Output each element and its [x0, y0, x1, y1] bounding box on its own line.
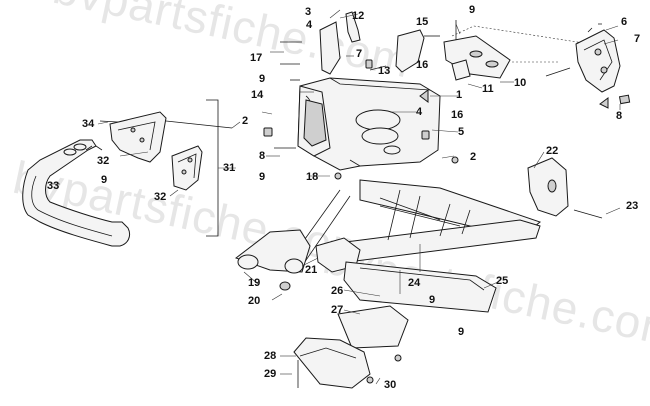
lower-bracket-part	[293, 337, 371, 389]
leader-lines	[50, 9, 621, 385]
callout-16[interactable]: 16	[416, 59, 429, 71]
callout-32[interactable]: 32	[154, 191, 167, 203]
callout-15[interactable]: 15	[416, 16, 429, 28]
callout-10[interactable]: 10	[514, 77, 527, 89]
callout-12[interactable]: 12	[352, 10, 365, 22]
callout-8[interactable]: 8	[616, 110, 623, 122]
callout-34[interactable]: 34	[82, 118, 95, 130]
callout-6[interactable]: 6	[621, 16, 628, 28]
callout-16[interactable]: 16	[451, 109, 464, 121]
callout-9[interactable]: 9	[101, 174, 108, 186]
bumper-bracket-part	[109, 111, 167, 163]
plate-bracket-part	[451, 59, 471, 81]
callout-5[interactable]: 5	[458, 126, 465, 138]
callout-24[interactable]: 24	[408, 277, 421, 289]
callout-20[interactable]: 20	[248, 295, 261, 307]
callout-25[interactable]: 25	[496, 275, 509, 287]
steering-support-part	[575, 29, 631, 105]
callout-7[interactable]: 7	[634, 33, 641, 45]
callout-22[interactable]: 22	[546, 145, 559, 157]
callout-33[interactable]: 33	[47, 180, 60, 192]
skid-plate-part	[343, 261, 497, 313]
bumper-mount-bracket-part	[171, 145, 203, 191]
front-frame-part	[297, 77, 441, 171]
callout-7[interactable]: 7	[356, 48, 363, 60]
callout-19[interactable]: 19	[248, 277, 261, 289]
callout-4[interactable]: 4	[306, 19, 313, 31]
callout-27[interactable]: 27	[331, 304, 344, 316]
callout-9[interactable]: 9	[429, 294, 436, 306]
chassis-frame-part	[289, 179, 542, 267]
callout-9[interactable]: 9	[469, 4, 476, 16]
cover-part	[395, 29, 425, 73]
group-bracket	[206, 99, 219, 237]
bumper-part	[22, 139, 131, 247]
callout-32[interactable]: 32	[97, 155, 110, 167]
hardware-part	[421, 130, 430, 140]
callout-18[interactable]: 18	[306, 171, 319, 183]
callout-9[interactable]: 9	[259, 73, 266, 85]
callout-2[interactable]: 2	[242, 115, 249, 127]
callout-26[interactable]: 26	[331, 285, 344, 297]
callout-29[interactable]: 29	[264, 368, 277, 380]
callout-9[interactable]: 9	[458, 326, 465, 338]
callout-23[interactable]: 23	[626, 200, 639, 212]
callout-11[interactable]: 11	[482, 83, 494, 95]
steering-arm-part	[345, 11, 361, 43]
callout-17[interactable]: 17	[250, 52, 263, 64]
callout-31[interactable]: 31	[223, 162, 236, 174]
callout-13[interactable]: 13	[378, 65, 391, 77]
callout-14[interactable]: 14	[251, 89, 264, 101]
belly-plate-part	[337, 305, 409, 349]
hardware-part	[365, 59, 373, 69]
callout-30[interactable]: 30	[384, 379, 397, 391]
callout-8[interactable]: 8	[259, 150, 266, 162]
callout-21[interactable]: 21	[305, 264, 318, 276]
callout-28[interactable]: 28	[264, 350, 277, 362]
steering-post-part	[319, 21, 341, 75]
hardware-part	[263, 127, 273, 137]
callout-9[interactable]: 9	[259, 171, 266, 183]
callout-1[interactable]: 1	[456, 89, 463, 101]
callout-4[interactable]: 4	[416, 106, 423, 118]
callout-2[interactable]: 2	[470, 151, 477, 163]
callout-3[interactable]: 3	[305, 6, 312, 18]
